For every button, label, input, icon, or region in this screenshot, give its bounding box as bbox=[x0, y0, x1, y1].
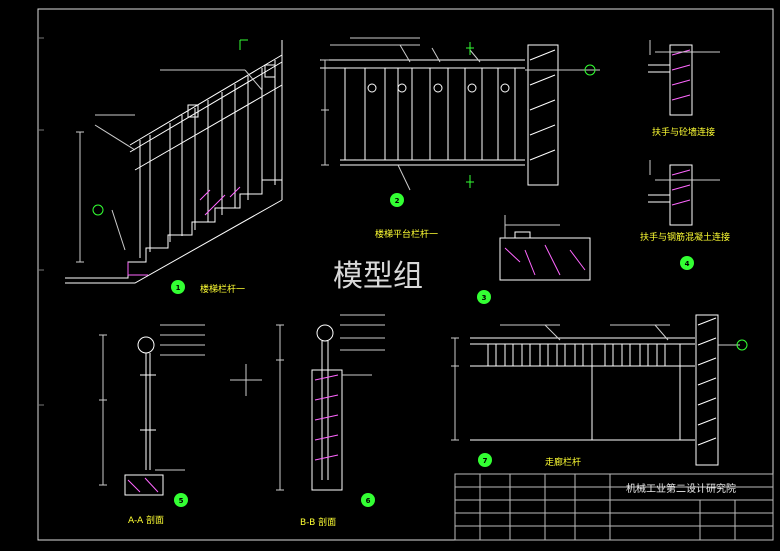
detail-1-title: 楼梯栏杆一 bbox=[200, 283, 245, 295]
detail-wall-connection-title: 扶手与砼墙连接 bbox=[652, 126, 715, 138]
detail-1-stair-railing bbox=[65, 40, 283, 284]
detail-1-number: 1 bbox=[176, 284, 181, 292]
corridor-balusters bbox=[487, 343, 666, 367]
detail-5-number: 5 bbox=[179, 497, 184, 505]
detail-2-number-circle bbox=[390, 193, 404, 207]
detail-5-number-circle bbox=[174, 493, 188, 507]
detail-7-number: 7 bbox=[483, 457, 488, 465]
detail-2-platform-railing bbox=[320, 37, 600, 191]
section-mark bbox=[92, 204, 104, 216]
drawing-frame bbox=[37, 8, 774, 541]
title-block bbox=[454, 473, 774, 541]
detail-7-number-circle bbox=[478, 453, 492, 467]
detail-6-title: B-B 剖面 bbox=[300, 516, 336, 528]
detail-6-number-circle bbox=[361, 493, 375, 507]
grid-marks bbox=[38, 37, 44, 406]
detail-2-number: 2 bbox=[395, 197, 400, 205]
detail-4-number: 4 bbox=[685, 260, 690, 268]
detail-2-title: 楼梯平台栏杆一 bbox=[375, 228, 438, 240]
detail-5-title: A-A 剖面 bbox=[128, 514, 164, 526]
platform-balusters bbox=[344, 68, 516, 160]
detail-3-section bbox=[499, 215, 591, 281]
section-a-marks bbox=[466, 42, 474, 188]
detail-3-number-circle bbox=[477, 290, 491, 304]
crosshair bbox=[230, 364, 262, 396]
detail-7-title: 走廊栏杆 bbox=[545, 456, 581, 468]
axis-mark bbox=[584, 64, 596, 76]
balusters bbox=[139, 60, 276, 258]
detail-1-number-circle bbox=[171, 280, 185, 294]
detail-4-title: 扶手与钢筋混凝土连接 bbox=[640, 231, 730, 243]
institute-name: 机械工业第二设计研究院 bbox=[626, 482, 736, 495]
watermark: 模型组 bbox=[333, 259, 423, 294]
detail-wall-connection bbox=[648, 40, 720, 226]
detail-5-section-aa bbox=[99, 324, 205, 496]
axis-mark-2 bbox=[736, 339, 748, 351]
detail-3-number: 3 bbox=[482, 294, 487, 302]
detail-6-number: 6 bbox=[366, 497, 371, 505]
detail-7-corridor-railing bbox=[451, 314, 740, 466]
stair-text-marks bbox=[239, 39, 248, 50]
detail-4-number-circle bbox=[680, 256, 694, 270]
detail-6-section-bb bbox=[276, 314, 385, 491]
